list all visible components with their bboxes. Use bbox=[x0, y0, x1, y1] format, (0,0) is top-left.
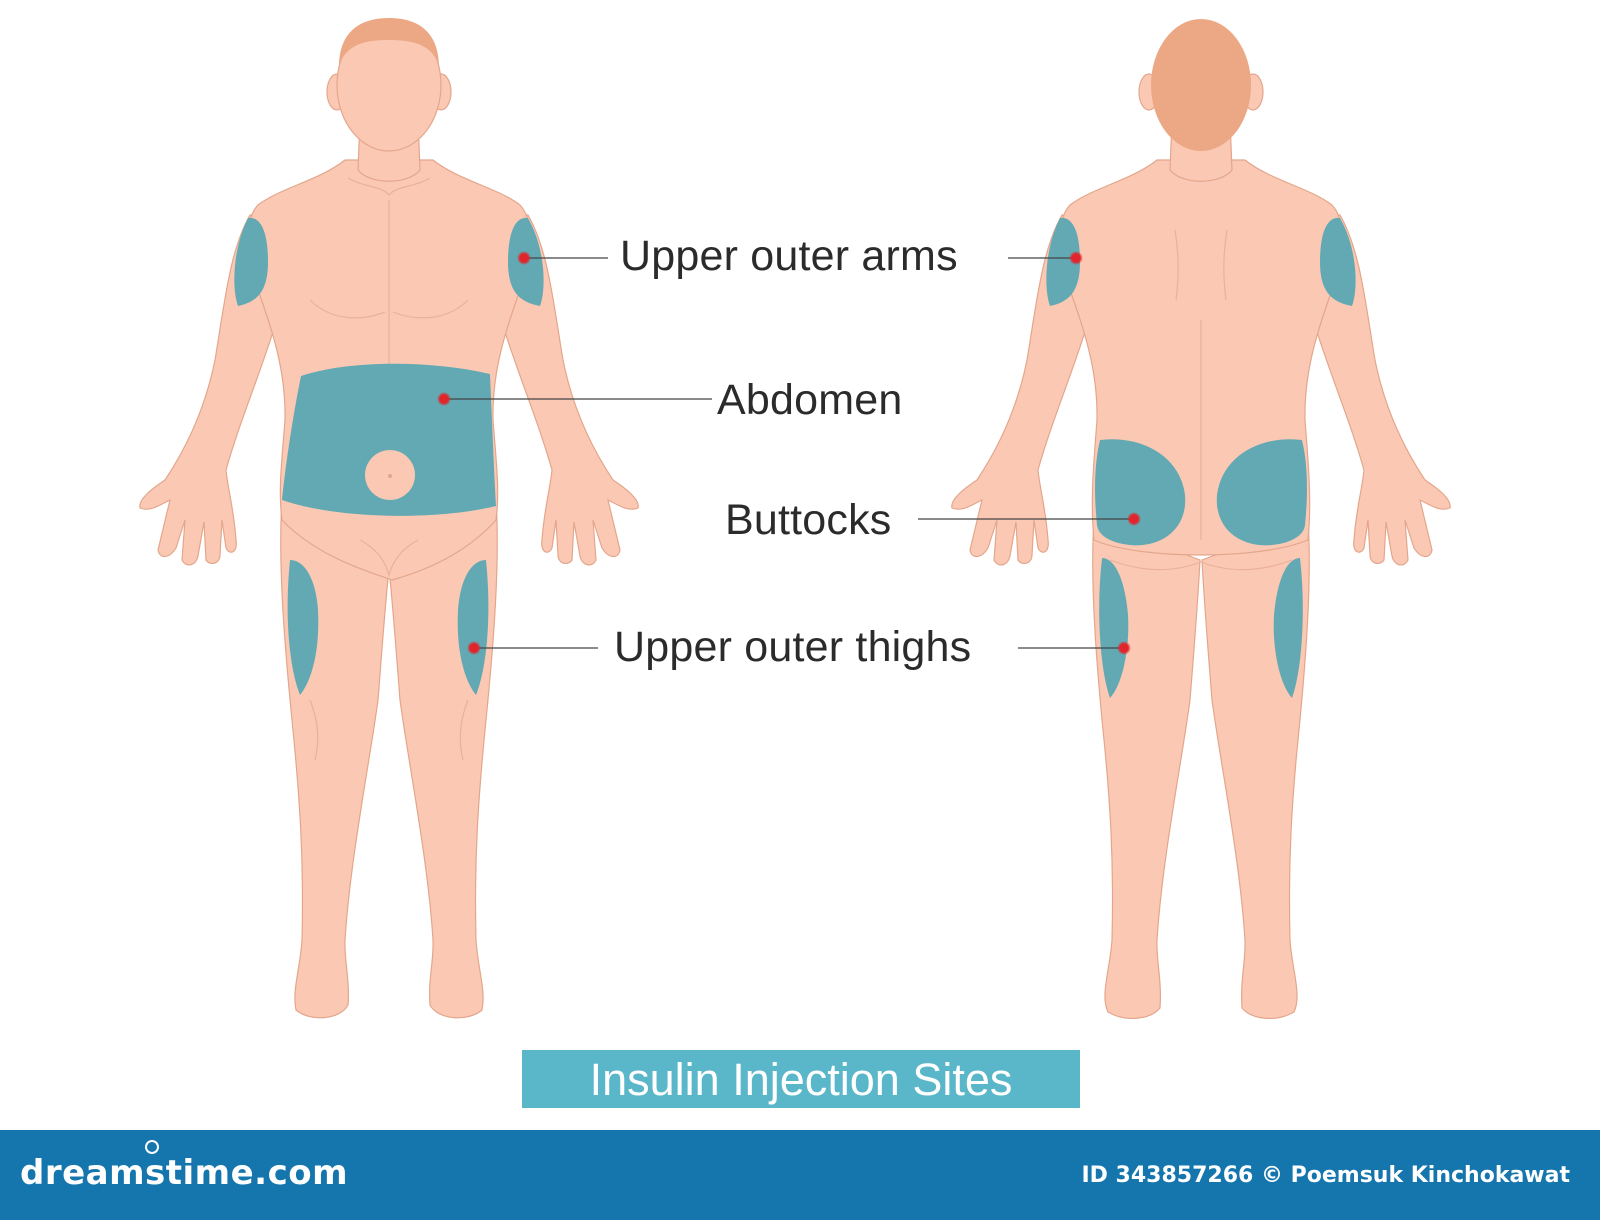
injection-dot-back-arm bbox=[1069, 251, 1083, 265]
injection-dot-buttocks bbox=[1127, 512, 1141, 526]
front-body-figure bbox=[139, 18, 639, 1019]
back-left-arm-zone bbox=[1320, 217, 1356, 306]
injection-dot-abdomen bbox=[437, 392, 451, 406]
back-right-thigh-zone bbox=[1099, 558, 1129, 698]
back-body-figure bbox=[951, 73, 1451, 1019]
insulin-injection-diagram bbox=[139, 18, 1451, 1019]
back-left-thigh-zone bbox=[1273, 558, 1303, 698]
label-buttocks: Buttocks bbox=[725, 496, 892, 544]
brand-logo-text[interactable]: dreamstime.com bbox=[20, 1153, 349, 1193]
label-upper-outer-thighs: Upper outer thighs bbox=[614, 623, 972, 671]
label-abdomen: Abdomen bbox=[717, 376, 903, 424]
front-right-arm-zone bbox=[234, 217, 268, 306]
front-hair bbox=[339, 18, 439, 65]
injection-points bbox=[437, 251, 1141, 655]
back-right-arm-zone bbox=[1046, 217, 1080, 306]
injection-dot-front-thigh bbox=[467, 641, 481, 655]
injection-dot-back-thigh bbox=[1117, 641, 1131, 655]
stock-footer-bar: dreamstime.com ID 343857266 © Poemsuk Ki… bbox=[0, 1130, 1600, 1220]
front-injection-zones bbox=[234, 217, 544, 695]
back-head-hair bbox=[1151, 19, 1251, 151]
brand-swirl-icon bbox=[145, 1140, 159, 1154]
image-credit: ID 343857266 © Poemsuk Kinchokawat bbox=[1081, 1163, 1570, 1188]
injection-dot-front-arm bbox=[517, 251, 531, 265]
back-body-contours bbox=[1109, 229, 1293, 571]
front-right-thigh-zone bbox=[287, 560, 319, 695]
back-left-buttock-zone bbox=[1216, 439, 1307, 546]
diagram-title-banner: Insulin Injection Sites bbox=[522, 1050, 1080, 1108]
diagram-title: Insulin Injection Sites bbox=[589, 1053, 1013, 1105]
label-upper-outer-arms: Upper outer arms bbox=[620, 232, 958, 280]
front-left-thigh-zone bbox=[457, 560, 489, 695]
leader-lines bbox=[444, 257, 1134, 649]
